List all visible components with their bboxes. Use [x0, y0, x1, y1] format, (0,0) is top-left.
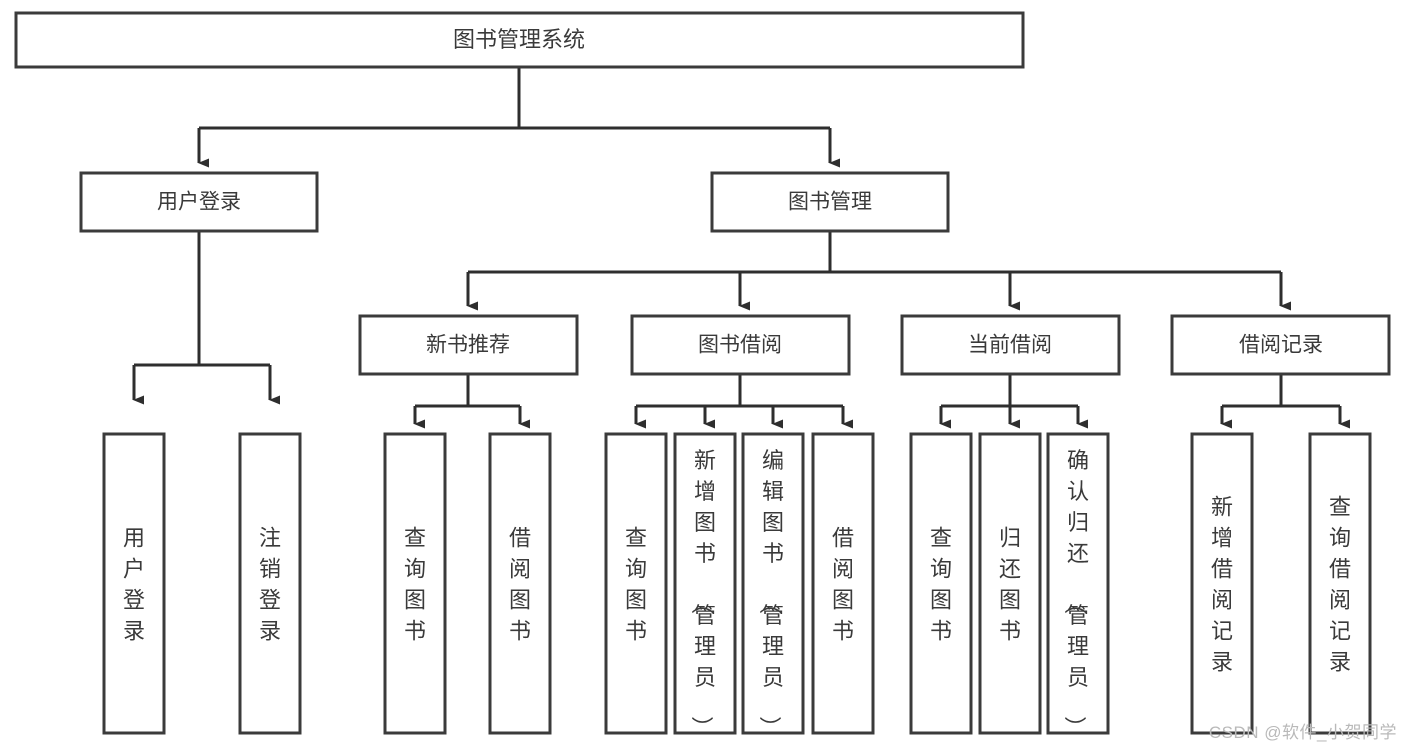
leaf-node-box[interactable] [1308, 432, 1372, 735]
csdn-watermark: CSDN @软件_小贺同学 [1208, 723, 1397, 742]
node-root[interactable]: 图书管理系统 [14, 11, 1025, 69]
node-borrow-record-label: 借阅记录 [1239, 334, 1323, 357]
node-new-book-rec-label: 新书推荐 [426, 334, 510, 357]
node-user-login[interactable]: 用户登录 [79, 171, 319, 233]
leaf-node[interactable]: 新增借阅记录 [1190, 432, 1254, 735]
leaf-node[interactable]: 归还图书 [978, 432, 1042, 735]
leaf-node[interactable]: 编辑图书（管理员） [741, 432, 805, 738]
leaf-node-box[interactable] [604, 432, 668, 735]
node-current-borrow-box[interactable] [900, 314, 1121, 376]
node-book-manage[interactable]: 图书管理 [710, 171, 950, 233]
node-book-borrow-label: 图书借阅 [698, 334, 782, 357]
leaf-node-label: 归还图书 [999, 526, 1021, 644]
node-new-book-rec-box[interactable] [358, 314, 579, 376]
connector-group-new-book-rec [413, 374, 530, 429]
leaf-node[interactable]: 确认归还（管理员） [1046, 432, 1110, 738]
leaf-node-label: 查询图书 [930, 526, 952, 644]
node-borrow-record[interactable]: 借阅记录 [1170, 314, 1391, 376]
node-new-book-rec[interactable]: 新书推荐 [358, 314, 579, 376]
node-book-manage-label: 图书管理 [788, 191, 872, 214]
leaf-node[interactable]: 用户登录 [102, 432, 166, 735]
leaf-node[interactable]: 借阅图书 [488, 432, 552, 735]
leaf-node-box[interactable] [741, 432, 805, 735]
node-root-label: 图书管理系统 [453, 27, 585, 52]
leaf-node-label: 用户登录 [123, 526, 145, 644]
node-root-box[interactable] [14, 11, 1025, 69]
leaf-node[interactable]: 注销登录 [238, 432, 302, 735]
node-book-borrow[interactable]: 图书借阅 [630, 314, 851, 376]
leaf-node-label: 新增借阅记录 [1211, 495, 1233, 675]
leaf-node-label: 确认归还（管理员） [1062, 448, 1089, 738]
node-current-borrow-label: 当前借阅 [968, 334, 1052, 357]
leaf-node-box[interactable] [383, 432, 447, 735]
leaf-node-label: 注销登录 [259, 526, 281, 644]
node-book-borrow-box[interactable] [630, 314, 851, 376]
leaf-node-label: 查询图书 [625, 526, 647, 644]
leaf-node[interactable]: 查询图书 [604, 432, 668, 735]
leaf-node[interactable]: 新增图书（管理员） [673, 432, 737, 738]
leaf-node-label: 新增图书（管理员） [689, 448, 716, 738]
node-book-manage-box[interactable] [710, 171, 950, 233]
leaf-node-box[interactable] [909, 432, 973, 735]
leaf-node-layer: 用户登录 注销登录 查询图书 借阅图书 查询图书 新增图书（管理员） 编辑图书（管理员） 借阅… [102, 432, 1372, 738]
node-user-login-label: 用户登录 [157, 191, 241, 214]
node-user-login-box[interactable] [79, 171, 319, 233]
leaf-node-label: 查询图书 [404, 526, 426, 644]
leaf-node-box[interactable] [1046, 432, 1110, 735]
connector-group-book-manage [466, 231, 1291, 311]
leaf-node-box[interactable] [978, 432, 1042, 735]
leaf-node[interactable]: 查询借阅记录 [1308, 432, 1372, 735]
leaf-node-label: 查询借阅记录 [1329, 495, 1351, 675]
connector-group-user-login [132, 231, 280, 405]
leaf-node-label: 借阅图书 [509, 526, 531, 644]
leaf-node-box[interactable] [488, 432, 552, 735]
leaf-node[interactable]: 查询图书 [909, 432, 973, 735]
leaf-node-box[interactable] [673, 432, 737, 735]
leaf-node[interactable]: 查询图书 [383, 432, 447, 735]
connector-group-root [197, 67, 840, 168]
connector-group-borrow-record [1220, 374, 1350, 429]
leaf-node-label: 借阅图书 [832, 526, 854, 644]
leaf-node[interactable]: 借阅图书 [811, 432, 875, 735]
node-current-borrow[interactable]: 当前借阅 [900, 314, 1121, 376]
leaf-node-box[interactable] [1190, 432, 1254, 735]
leaf-node-box[interactable] [238, 432, 302, 735]
leaf-node-box[interactable] [811, 432, 875, 735]
leaf-node-label: 编辑图书（管理员） [757, 448, 784, 738]
node-borrow-record-box[interactable] [1170, 314, 1391, 376]
connector-group-current-borrow [939, 374, 1088, 429]
leaf-node-box[interactable] [102, 432, 166, 735]
connector-group-book-borrow [634, 374, 853, 429]
